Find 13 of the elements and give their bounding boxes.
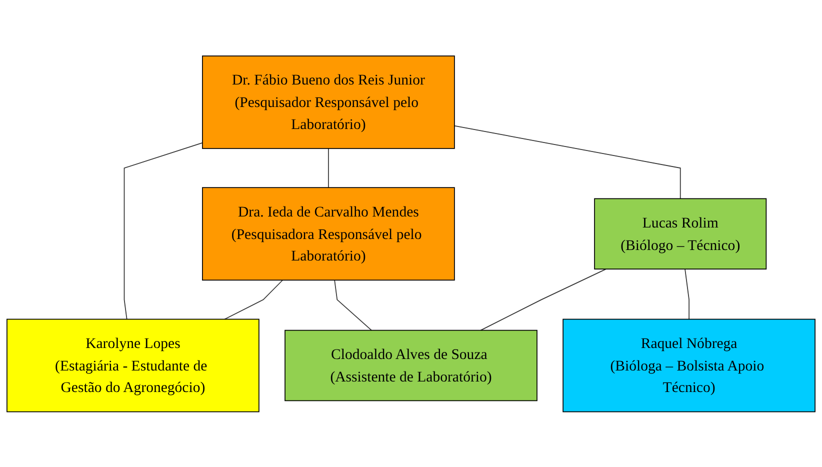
- node-box: Clodoaldo Alves de Souza (Assistente de Laboratório): [284, 330, 538, 401]
- node-box: Lucas Rolim (Biólogo – Técnico): [594, 198, 767, 270]
- node-box: Dr. Fábio Bueno dos Reis Junior (Pesquisador Responsável pelo Laboratório): [202, 55, 455, 149]
- node-box: Raquel Nóbrega (Bióloga – Bolsista Apoio Técnico): [562, 318, 816, 412]
- connector: [124, 142, 203, 320]
- connector: [334, 279, 372, 330]
- connector: [684, 268, 690, 320]
- node-box: Karolyne Lopes (Estagiária - Estudante de Gestão do Agronegócio): [6, 318, 260, 412]
- connector: [454, 125, 681, 199]
- connector: [224, 279, 284, 320]
- node-box: Dra. Ieda de Carvalho Mendes (Pesquisadora Responsável pelo Laboratório): [202, 186, 455, 280]
- connector: [328, 148, 329, 188]
- connector: [480, 268, 606, 330]
